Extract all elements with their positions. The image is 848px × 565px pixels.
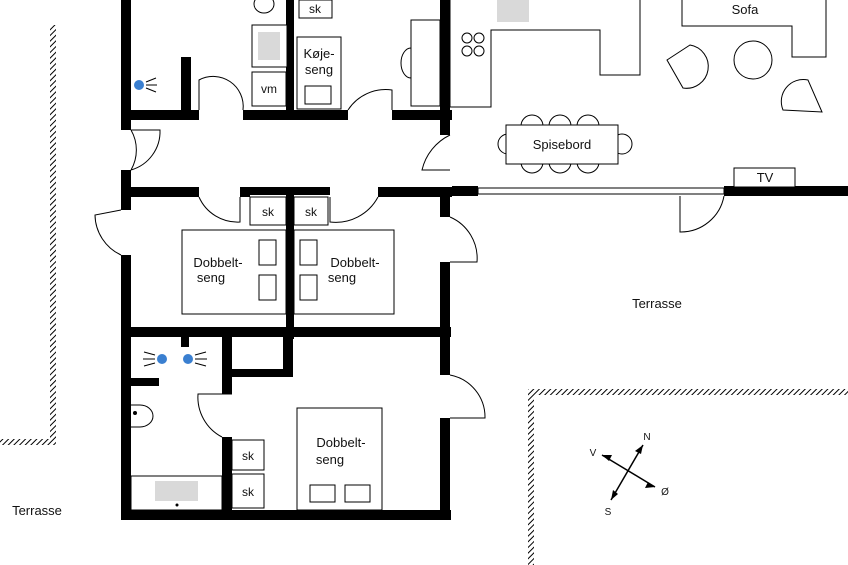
compass: N S Ø V: [590, 432, 669, 518]
terrace-label-right: Terrasse: [632, 296, 682, 311]
terrace-boundary-left: [0, 25, 56, 445]
bathroom-tub: [123, 386, 223, 511]
closet-label: sk: [242, 485, 255, 499]
closet-right-mid: sk: [293, 196, 329, 226]
double-bed-label-2: seng: [197, 270, 225, 285]
doors: [94, 75, 725, 438]
double-bed-right: Dobbelt- seng: [293, 229, 395, 315]
closet-bottom-2: sk: [231, 473, 265, 509]
walls: [121, 0, 848, 520]
dining-table-label: Spisebord: [533, 137, 592, 152]
compass-south: S: [605, 507, 612, 518]
double-bed-bottom: Dobbelt- seng: [296, 407, 383, 511]
compass-east: Ø: [661, 487, 669, 498]
bunk-bed-label-2: seng: [305, 62, 333, 77]
terrace-boundary-right: [528, 389, 848, 565]
tv: TV: [733, 167, 796, 188]
showers-bottom: [143, 351, 207, 367]
closet-top: sk: [298, 0, 333, 19]
shower-top: [134, 77, 157, 93]
closet-label: sk: [262, 205, 275, 219]
double-bed-left: Dobbelt- seng: [181, 229, 287, 315]
closet-label: sk: [309, 2, 322, 16]
bathtub-fixture: [251, 0, 288, 68]
sofa: Sofa: [681, 0, 827, 58]
double-bed-label-2: seng: [328, 270, 356, 285]
double-bed-label-1: Dobbelt-: [316, 435, 365, 450]
closet-left-mid: sk: [249, 196, 287, 226]
closet-label: sk: [305, 205, 318, 219]
armchairs: [666, 40, 823, 113]
terrace-label-left: Terrasse: [12, 503, 62, 518]
washer: vm: [251, 71, 287, 107]
toilet: [131, 404, 154, 428]
compass-north: N: [643, 432, 650, 443]
closet-bottom-1: sk: [231, 439, 265, 471]
dining-table: Spisebord: [497, 114, 633, 174]
bunk-bed-label-1: Køje-: [303, 46, 334, 61]
sofa-label: Sofa: [732, 2, 760, 17]
closet-label: sk: [242, 449, 255, 463]
window: [477, 187, 725, 195]
kitchen-counter: [400, 0, 641, 108]
washer-label: vm: [261, 82, 277, 96]
double-bed-label-1: Dobbelt-: [330, 255, 379, 270]
double-bed-label-2: seng: [316, 452, 344, 467]
compass-west: V: [590, 448, 597, 459]
bunk-bed: Køje- seng: [296, 36, 342, 110]
tv-label: TV: [757, 170, 774, 185]
double-bed-label-1: Dobbelt-: [193, 255, 242, 270]
